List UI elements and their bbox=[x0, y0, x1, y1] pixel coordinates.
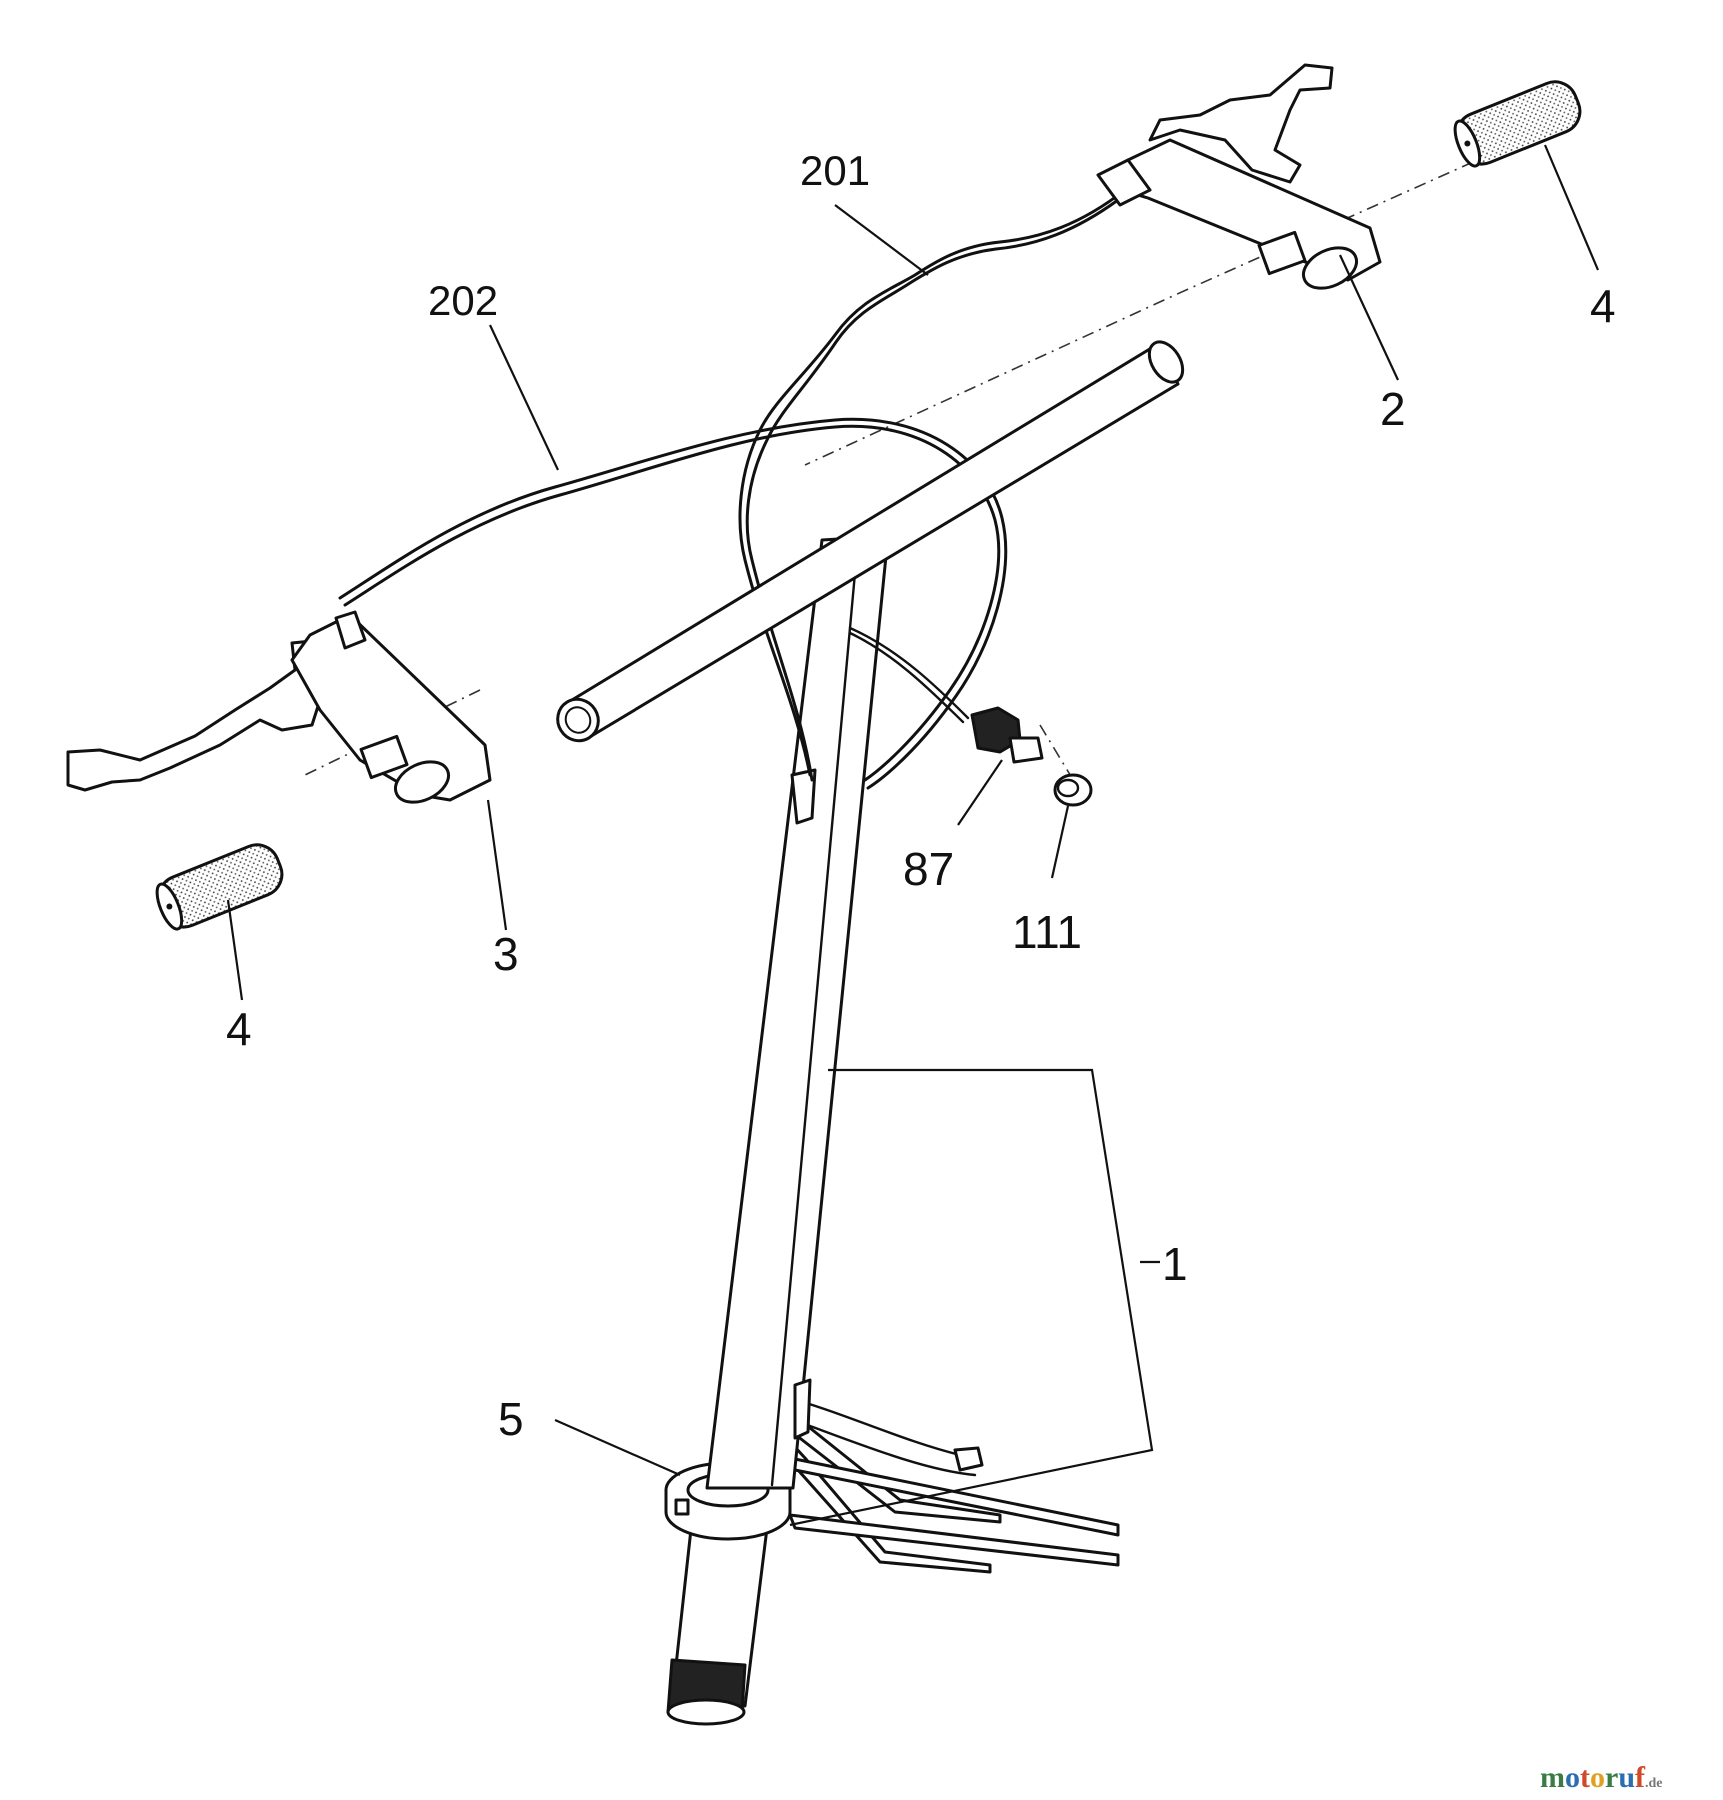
left-lever-part-3 bbox=[66, 610, 492, 804]
callout-111: 111 bbox=[1012, 906, 1082, 958]
watermark-letter: t bbox=[1580, 1761, 1590, 1794]
callout-3: 3 bbox=[493, 928, 519, 980]
watermark-suffix: .de bbox=[1645, 1776, 1663, 1791]
left-grip-part-4 bbox=[155, 843, 284, 931]
watermark-letter: r bbox=[1605, 1761, 1618, 1794]
lower-fork-arms bbox=[761, 1388, 1120, 1574]
callout-2: 2 bbox=[1380, 383, 1406, 435]
cap-part-111 bbox=[1053, 773, 1093, 807]
main-stem-part-1 bbox=[705, 534, 890, 1490]
callout-5: 5 bbox=[498, 1393, 524, 1445]
callout-1: 1 bbox=[1162, 1238, 1188, 1290]
right-lever-part-2 bbox=[1096, 63, 1382, 290]
watermark-letter: u bbox=[1618, 1761, 1635, 1794]
leader-lines bbox=[226, 144, 1600, 1527]
watermark-letter: f bbox=[1635, 1761, 1646, 1794]
callout-202: 202 bbox=[428, 277, 498, 324]
callout-87: 87 bbox=[903, 843, 954, 895]
crossbar-tube bbox=[556, 340, 1185, 743]
callout-201: 201 bbox=[800, 147, 870, 194]
svg-text:motoruf.de: motoruf.de bbox=[1540, 1761, 1663, 1794]
watermark-logo: motoruf.de bbox=[1540, 1761, 1663, 1794]
connector-part-87 bbox=[970, 706, 1044, 764]
callout-4-right: 4 bbox=[1590, 280, 1616, 332]
watermark-letter: o bbox=[1565, 1761, 1580, 1794]
right-grip-body bbox=[1453, 80, 1582, 168]
watermark-letter: m bbox=[1540, 1761, 1565, 1794]
lower-shaft bbox=[666, 1518, 770, 1726]
callout-4-left: 4 bbox=[226, 1003, 252, 1055]
watermark-letter: o bbox=[1590, 1761, 1605, 1794]
callouts: 201 202 2 3 4 4 87 111 1 5 bbox=[226, 147, 1616, 1445]
